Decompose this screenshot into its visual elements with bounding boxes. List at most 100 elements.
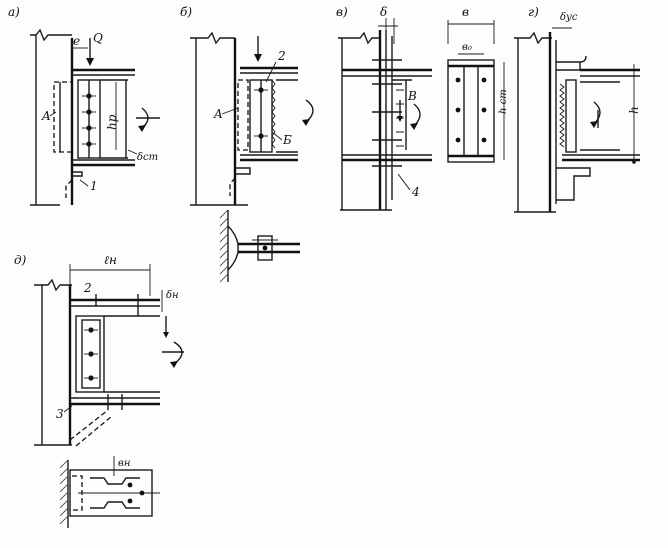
panel-v-plate: в в₀ h ст (447, 5, 509, 163)
seat-dashed (65, 179, 73, 198)
label-2: 2 (83, 281, 92, 295)
moment-arrow (305, 99, 314, 123)
q-label: Q (93, 31, 103, 45)
seat-angle (72, 171, 83, 177)
moment-arrow (413, 103, 421, 127)
dim-dot (632, 160, 636, 164)
hst-label: h ст (498, 89, 509, 114)
bolt (139, 490, 145, 496)
bn-label: вн (118, 458, 130, 469)
bolt (455, 77, 461, 83)
leader-A (221, 107, 239, 115)
delta-label: δ (380, 5, 387, 19)
end-plate (447, 59, 495, 163)
leader-dst (127, 149, 138, 155)
wall-hatch (59, 459, 69, 525)
flange-profile-bottom (90, 501, 140, 509)
label-2: 2 (277, 49, 286, 63)
bolt (455, 137, 461, 143)
leader-3 (63, 405, 73, 413)
column-break-line (338, 31, 380, 45)
label-1: 1 (90, 179, 98, 193)
bolt-lines (372, 59, 402, 167)
panel-a: а) e Q (8, 5, 160, 206)
end-plate-dashed (53, 81, 73, 153)
top-angle-curve (579, 55, 587, 63)
bolt (481, 77, 487, 83)
panel-b: б) 2 A Б (180, 5, 314, 206)
bolt-group-v (455, 77, 487, 143)
force-arrowhead (397, 116, 403, 122)
leader-1 (79, 179, 89, 187)
label-B: Б (282, 133, 292, 147)
bolt (262, 245, 268, 251)
web-plate (75, 315, 105, 393)
label-B: B (407, 89, 417, 103)
label-A: A (213, 107, 223, 121)
panel-a-label: а) (8, 5, 20, 19)
weld-serration (271, 79, 276, 149)
seat-bracket (556, 167, 591, 201)
leader-B (271, 131, 283, 141)
top-angle (556, 61, 581, 71)
flange-profile-top (90, 477, 140, 485)
panel-d-section: вн (59, 456, 160, 528)
seat-angle (235, 167, 251, 175)
label-3: 3 (56, 407, 64, 421)
bolt-group-a (82, 93, 96, 147)
l-label: ℓн (104, 253, 117, 267)
h-label: h (627, 106, 641, 114)
bracket-profile (227, 225, 239, 271)
bolt (481, 107, 487, 113)
dn-label: δн (166, 290, 179, 301)
moment-arrowhead (410, 123, 418, 130)
bolt (481, 137, 487, 143)
diagonal-strut (69, 409, 109, 441)
moment-arrowhead (590, 121, 598, 128)
bolt-group-d (84, 327, 98, 381)
panel-v: в) δ B 4 (336, 5, 432, 211)
panel-b-label: б) (180, 5, 192, 19)
moment-arrow (593, 101, 601, 125)
panel-g-label: г) (528, 5, 539, 19)
force-arrowhead (163, 332, 169, 338)
b0-label: в₀ (462, 42, 472, 53)
panel-g: г) δус h (514, 5, 641, 213)
seat-dashed (229, 177, 236, 196)
end-plate-dashed (237, 79, 249, 151)
panel-d-label: д) (14, 253, 27, 267)
dus-label: δус (560, 12, 578, 23)
moment-arrowhead (138, 125, 146, 132)
moment-arrowhead (170, 361, 178, 368)
hp-label: hр (105, 114, 119, 130)
moment-arrow (173, 341, 183, 365)
e-label: e (73, 34, 80, 48)
leader-4 (397, 173, 411, 191)
moment-arrowhead (302, 119, 310, 126)
column-break-line (514, 31, 552, 45)
bolt (455, 107, 461, 113)
bolt (127, 482, 133, 488)
label-dst: δст (137, 152, 158, 163)
panel-b-section (219, 209, 300, 283)
panel-v-label: в) (336, 5, 348, 19)
column-break-line (34, 278, 72, 292)
wall-hatch (219, 209, 229, 283)
weld-serration (559, 83, 565, 148)
b-label: в (462, 5, 469, 19)
column-break-line (190, 31, 235, 45)
diagonal-strut (75, 415, 113, 447)
leader-2 (265, 61, 277, 83)
bolt (127, 498, 133, 504)
q-arrowhead (254, 54, 262, 62)
column-break-line (30, 28, 72, 42)
panel-d: д) ℓн 2 δн (14, 253, 184, 447)
web-plate (565, 79, 577, 153)
leader-A (49, 111, 57, 117)
q-arrowhead (86, 58, 94, 66)
label-A: A (41, 109, 51, 123)
label-4: 4 (411, 185, 420, 199)
plate-section (257, 235, 273, 261)
